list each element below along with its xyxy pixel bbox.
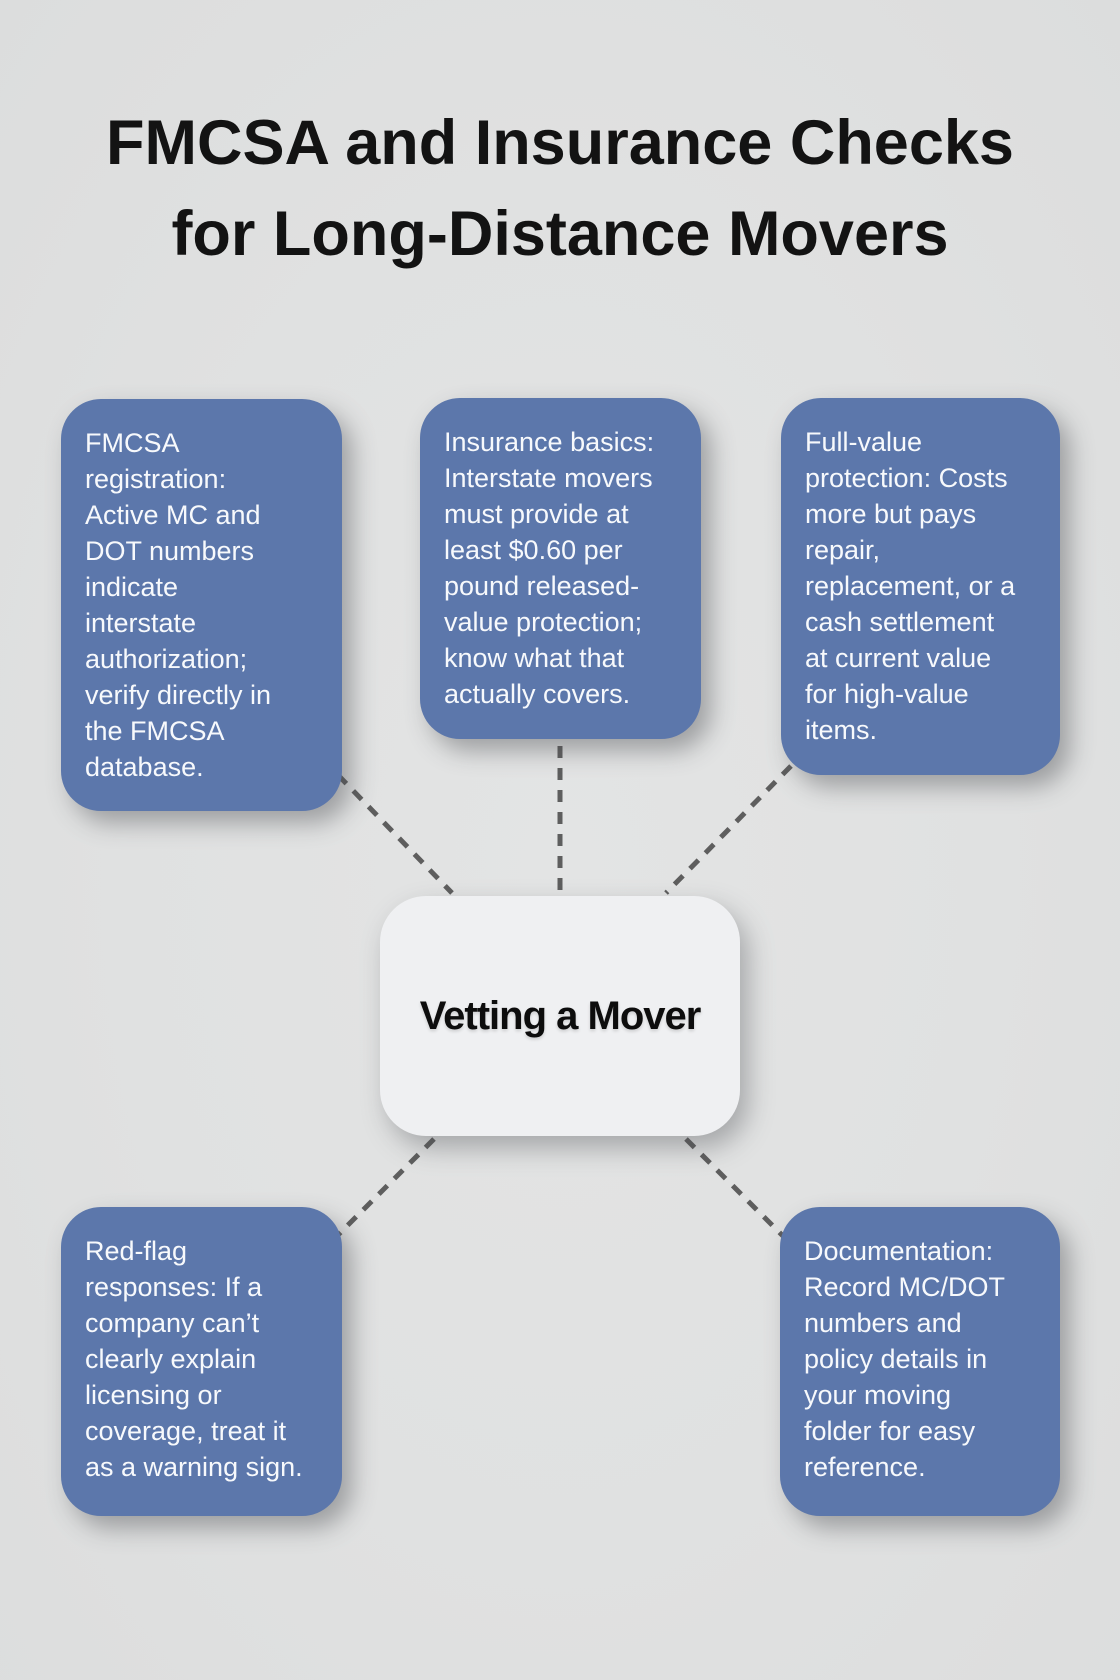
text-line: at current value <box>805 643 992 673</box>
text-line: Interstate movers <box>444 463 653 493</box>
connector-top-right <box>664 764 793 895</box>
text-line: FMCSA <box>85 428 180 458</box>
text-line: protection: Costs <box>805 463 1008 493</box>
text-line: cash settlement <box>805 607 995 637</box>
text-line: least $0.60 per <box>444 535 623 565</box>
text-line: licensing or <box>85 1380 222 1410</box>
connector-top-left <box>336 773 454 895</box>
text-line: repair, <box>805 535 881 565</box>
text-line: as a warning sign. <box>85 1452 303 1482</box>
text-line: verify directly in <box>85 680 272 710</box>
text-line: your moving <box>804 1380 952 1410</box>
text-line: authorization; <box>85 644 248 674</box>
text-line: Red-flag <box>85 1236 188 1266</box>
connector-bottom-right <box>684 1137 791 1244</box>
text-line: Full-value <box>805 427 923 457</box>
text-line: DOT numbers <box>85 536 255 566</box>
text-line: Insurance basics: <box>444 427 655 457</box>
text-line: numbers and <box>804 1308 962 1338</box>
text-line: coverage, treat it <box>85 1416 287 1446</box>
text-line: Documentation: <box>804 1236 994 1266</box>
text-line: pound released- <box>444 571 640 601</box>
connector-bottom-left <box>331 1137 436 1242</box>
center-node-vetting-a-mover: Vetting a Mover <box>380 896 740 1136</box>
text-line: interstate <box>85 608 197 638</box>
text-line: folder for easy <box>804 1416 976 1446</box>
text-line: the FMCSA <box>85 716 225 746</box>
node-insurance-basics: Insurance basics: Interstate movers must p… <box>420 398 701 739</box>
page-title: FMCSA and Insurance Checks for Long-Dist… <box>0 98 1120 280</box>
text-line: policy details in <box>804 1344 988 1374</box>
node-red-flag-responses: Red-flag responses: If a company can’t clea… <box>61 1207 342 1516</box>
node-full-value-protection: Full-value protection: Costs more but pays… <box>781 398 1060 775</box>
text-line: replacement, or a <box>805 571 1016 601</box>
text-line: for high-value <box>805 679 969 709</box>
text-line: company can’t <box>85 1308 260 1338</box>
text-line: must provide at <box>444 499 629 529</box>
text-line: Active MC and <box>85 500 261 530</box>
text-line: responses: If a <box>85 1272 263 1302</box>
text-line: more but pays <box>805 499 977 529</box>
text-line: know what that <box>444 643 625 673</box>
text-line: clearly explain <box>85 1344 257 1374</box>
text-line: items. <box>805 715 878 745</box>
page-title-line-2: for Long-Distance Movers <box>171 199 949 269</box>
text-line: value protection; <box>444 607 643 637</box>
page-title-line-1: FMCSA and Insurance Checks <box>106 108 1014 178</box>
text-line: actually covers. <box>444 679 631 709</box>
text-line: database. <box>85 752 204 782</box>
text-line: Record MC/DOT <box>804 1272 1006 1302</box>
text-line: reference. <box>804 1452 926 1482</box>
center-node-label: Vetting a Mover <box>419 993 702 1038</box>
node-documentation: Documentation: Record MC/DOT numbers and po… <box>780 1207 1060 1516</box>
text-line: registration: <box>85 464 227 494</box>
text-line: indicate <box>85 572 179 602</box>
